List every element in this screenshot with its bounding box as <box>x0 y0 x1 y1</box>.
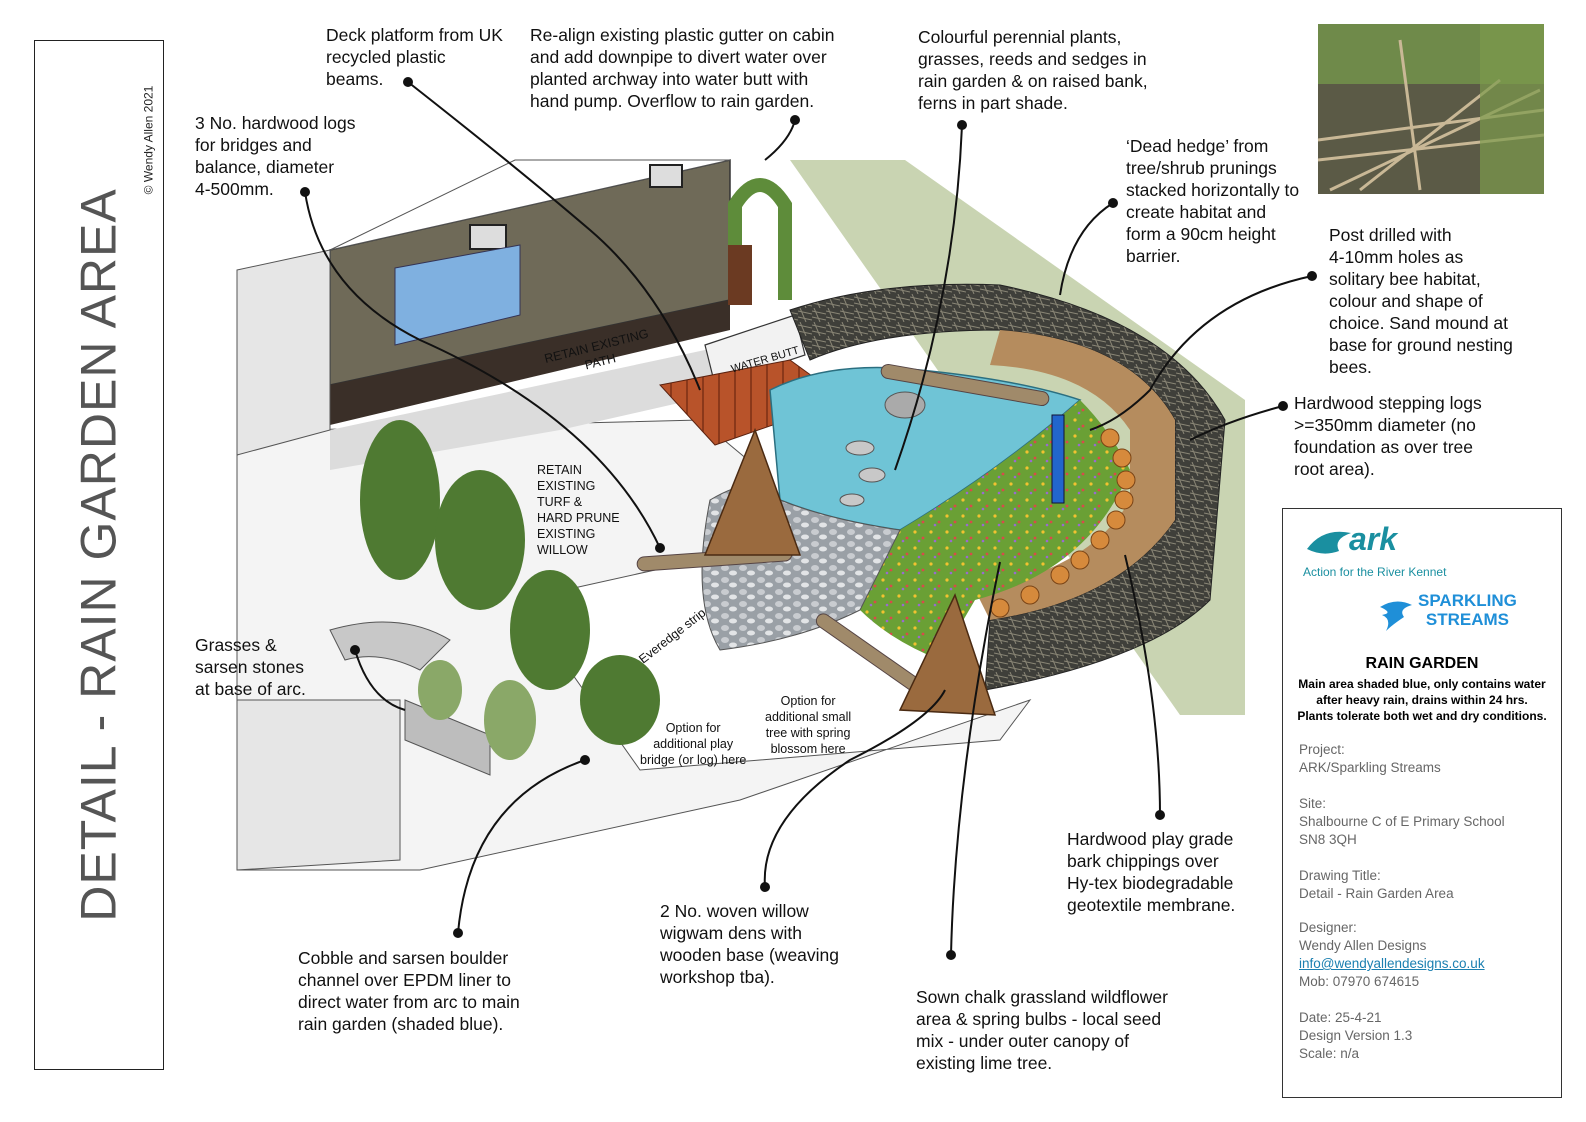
callout-perennials: Colourful perennial plants, grasses, ree… <box>918 27 1148 113</box>
label-retain-turf: RETAIN EXISTING TURF & HARD PRUNE EXISTI… <box>537 463 620 557</box>
designer-mobile: Mob: 07970 674615 <box>1299 974 1420 989</box>
callout-post: Post drilled with 4-10mm holes as solita… <box>1329 225 1513 377</box>
stream-wave-icon <box>1380 601 1412 631</box>
title-block: ark Action for the River Kennet SPARKLIN… <box>1282 508 1562 1098</box>
designer-info: Designer: Wendy Allen Designs <box>1299 920 1427 953</box>
project-info: Project: ARK/Sparkling Streams <box>1299 742 1441 775</box>
dead-hedge-photo <box>1317 24 1545 194</box>
mural <box>394 244 521 346</box>
cabin-side <box>236 249 331 456</box>
planted-archway <box>728 178 792 300</box>
label-option-bridge: Option for additional play bridge (or lo… <box>640 721 747 767</box>
arc-channel <box>329 621 451 671</box>
callout-dead-hedge: ‘Dead hedge’ from tree/shrub prunings st… <box>1126 136 1300 266</box>
sparkling-streams-text: SPARKLING STREAMS <box>1418 591 1517 629</box>
planter-box <box>404 699 491 776</box>
site-info: Site: Shalbourne C of E Primary School S… <box>1299 796 1505 847</box>
callout-gutter: Re-align existing plastic gutter on cabi… <box>530 25 835 111</box>
wigwam-den <box>703 427 802 556</box>
bee-post <box>1051 414 1065 504</box>
callout-bark: Hardwood play grade bark chippings over … <box>1067 829 1236 915</box>
callout-cobble: Cobble and sarsen boulder channel over E… <box>298 948 520 1034</box>
ark-logo-text: ark <box>1349 521 1398 557</box>
wigwam-den-2 <box>898 593 997 716</box>
title-block-heading: RAIN GARDEN <box>1365 655 1479 672</box>
callout-grasses: Grasses & sarsen stones at base of arc. <box>195 635 306 699</box>
title-frame <box>34 40 164 1070</box>
callout-wildflower: Sown chalk grassland wildflower area & s… <box>916 987 1168 1073</box>
cabin-window-2 <box>649 164 683 188</box>
willow-shrubs <box>360 420 660 745</box>
callout-logs: 3 No. hardwood logs for bridges and bala… <box>195 113 356 199</box>
ark-logo-wave-icon <box>1307 531 1351 554</box>
ark-tagline: Action for the River Kennet <box>1303 565 1447 579</box>
title-block-note: Main area shaded blue, only contains wat… <box>1297 677 1547 723</box>
callout-stepping-logs: Hardwood stepping logs >=350mm diameter … <box>1294 393 1482 479</box>
designer-email-link[interactable]: info@wendyallendesigns.co.uk <box>1299 956 1485 971</box>
drawing-title-info: Drawing Title: Detail - Rain Garden Area <box>1299 868 1454 901</box>
bark-path <box>975 330 1175 620</box>
stepping-logs <box>990 428 1136 618</box>
callout-deck: Deck platform from UK recycled plastic b… <box>326 25 503 89</box>
cabin-window <box>469 224 507 250</box>
callout-wigwam: 2 No. woven willow wigwam dens with wood… <box>660 901 840 987</box>
leader-dots <box>300 77 1317 960</box>
sparkling-streams-logo: SPARKLING STREAMS <box>1378 591 1558 637</box>
gate <box>728 245 752 305</box>
existing-path <box>330 335 790 470</box>
water-butt <box>704 314 806 386</box>
lower-building <box>236 699 401 871</box>
cabin-roof <box>329 159 731 251</box>
label-option-tree: Option for additional small tree with sp… <box>765 694 852 756</box>
date-version-scale: Date: 25-4-21 Design Version 1.3 Scale: … <box>1299 1010 1413 1061</box>
grasses-clumps <box>418 660 536 760</box>
cabin-base <box>330 300 730 425</box>
leader-lines <box>304 81 1313 956</box>
ark-logo: ark <box>1303 521 1433 561</box>
log-balance <box>880 363 1050 407</box>
